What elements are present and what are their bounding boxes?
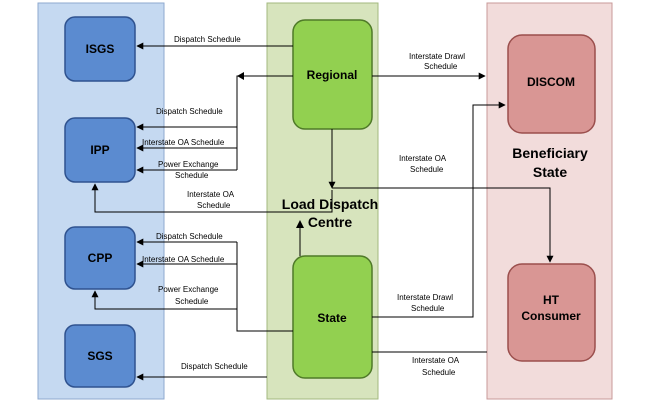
discom-box [507,34,596,134]
state-to-discom-arrow [372,101,506,318]
edge-label-drawl-top-2: Schedule [424,62,458,71]
edge-label-oa-state-2: Schedule [422,368,456,377]
edge-label-dispatch-ipp: Dispatch Schedule [156,107,223,116]
edge-label-px-ipp-1: Power Exchange [158,160,219,169]
edge-label-oa-ipp: Interstate OA Schedule [142,138,225,147]
state-label: State [317,311,347,325]
ht-consumer-box [507,263,596,362]
regional-bus-arrowhead [237,72,244,80]
ipp-label: IPP [90,143,109,157]
sgs-label: SGS [87,349,112,363]
ipp-box [64,117,136,183]
edge-label-oa-state-1: Interstate OA [412,356,460,365]
consumer-label: Consumer [521,309,581,323]
edge-label-drawl-top-1: Interstate Drawl [409,52,465,61]
sgs-box [64,324,136,388]
isgs-box [64,16,136,82]
ldc-title-line1: Load Dispatch [282,196,378,212]
ht-label: HT [543,293,560,307]
state-left-bus [236,242,293,332]
isgs-label: ISGS [86,42,115,56]
edge-label-dispatch-cpp: Dispatch Schedule [156,232,223,241]
edge-label-oa-ht-2: Schedule [410,165,444,174]
oa-to-ipp-arrow [91,183,333,213]
edge-label-dispatch-sgs: Dispatch Schedule [181,362,248,371]
edge-label-oa-ipp-long-2: Schedule [197,201,231,210]
discom-label: DISCOM [527,75,575,89]
edge-label-oa-cpp: Interstate OA Schedule [142,255,225,264]
cpp-label: CPP [88,251,113,265]
state-up-arrowhead [296,220,304,228]
edge-label-drawl-state-1: Interstate Drawl [397,293,453,302]
cpp-box [64,226,136,290]
ldc-title-line2: Centre [308,214,353,230]
edge-label-px-ipp-2: Schedule [175,171,209,180]
beneficiary-title-line2: State [533,164,567,180]
regional-label: Regional [307,68,358,82]
edge-label-drawl-state-2: Schedule [411,304,445,313]
bus-to-cpp-px [91,290,237,310]
edge-label-px-cpp-2: Schedule [175,297,209,306]
edge-label-dispatch-isgs: Dispatch Schedule [174,35,241,44]
edge-label-oa-ipp-long-1: Interstate OA [187,190,235,199]
beneficiary-title-line1: Beneficiary [512,145,588,161]
regional-to-ht-arrow [332,187,554,263]
edge-label-px-cpp-1: Power Exchange [158,285,219,294]
edge-label-oa-ht-1: Interstate OA [399,154,447,163]
